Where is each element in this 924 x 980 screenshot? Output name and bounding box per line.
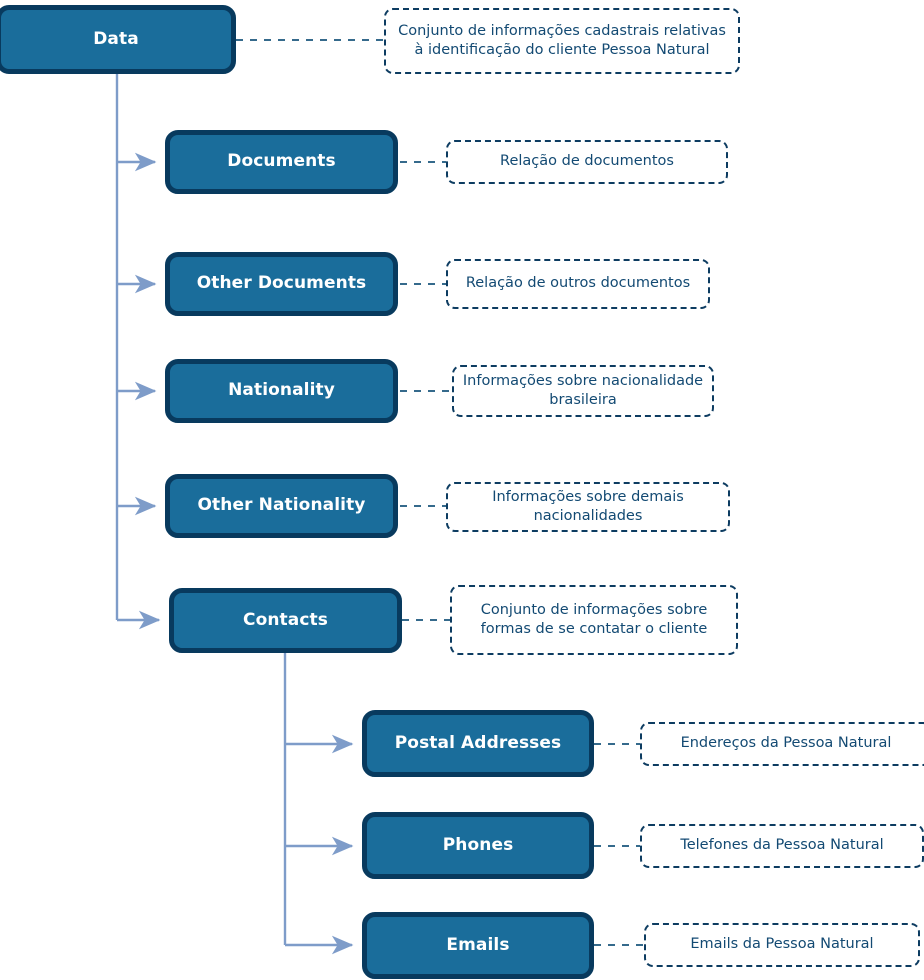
node-postal-addresses-label: Postal Addresses: [394, 732, 562, 753]
note-other-documents-text: Relação de outros documentos: [465, 275, 691, 292]
note-data-text: Conjunto de informações cadastrais relat…: [398, 22, 726, 58]
note-other-documents: Relação de outros documentos: [446, 259, 710, 309]
node-phones-label: Phones: [442, 834, 514, 855]
note-emails-text: Emails da Pessoa Natural: [690, 936, 874, 953]
node-contacts-label: Contacts: [243, 609, 328, 630]
note-documents-text: Relação de documentos: [500, 153, 674, 170]
note-data: Conjunto de informações cadastrais relat…: [384, 8, 740, 74]
note-contacts: Conjunto de informações sobre formas de …: [450, 585, 738, 655]
note-emails: Emails da Pessoa Natural: [644, 923, 920, 967]
note-documents: Relação de documentos: [446, 140, 728, 184]
node-other-nationality[interactable]: Other Nationality: [165, 474, 398, 538]
note-other-nationality: Informações sobre demais nacionalidades: [446, 482, 730, 532]
node-other-documents-label: Other Documents: [196, 273, 367, 294]
node-emails-label: Emails: [446, 934, 510, 955]
note-phones-text: Telefones da Pessoa Natural: [680, 837, 884, 854]
note-postal-addresses: Endereços da Pessoa Natural: [640, 722, 924, 766]
node-other-documents[interactable]: Other Documents: [165, 252, 398, 316]
node-contacts[interactable]: Contacts: [169, 588, 402, 653]
node-other-nationality-label: Other Nationality: [197, 495, 366, 516]
node-data-label: Data: [93, 28, 139, 49]
node-postal-addresses[interactable]: Postal Addresses: [362, 710, 594, 777]
node-documents[interactable]: Documents: [165, 130, 398, 194]
node-documents-label: Documents: [227, 151, 336, 172]
node-nationality[interactable]: Nationality: [165, 359, 398, 423]
note-postal-addresses-text: Endereços da Pessoa Natural: [680, 735, 892, 752]
note-nationality-text: Informações sobre nacionalidade brasilei…: [462, 372, 704, 408]
note-other-nationality-text: Informações sobre demais nacionalidades: [492, 488, 684, 524]
node-phones[interactable]: Phones: [362, 812, 594, 879]
node-emails[interactable]: Emails: [362, 912, 594, 979]
node-nationality-label: Nationality: [228, 380, 335, 401]
note-contacts-text: Conjunto de informações sobre formas de …: [480, 601, 708, 637]
node-data[interactable]: Data: [0, 5, 236, 74]
note-phones: Telefones da Pessoa Natural: [640, 824, 924, 868]
note-nationality: Informações sobre nacionalidade brasilei…: [452, 365, 714, 417]
